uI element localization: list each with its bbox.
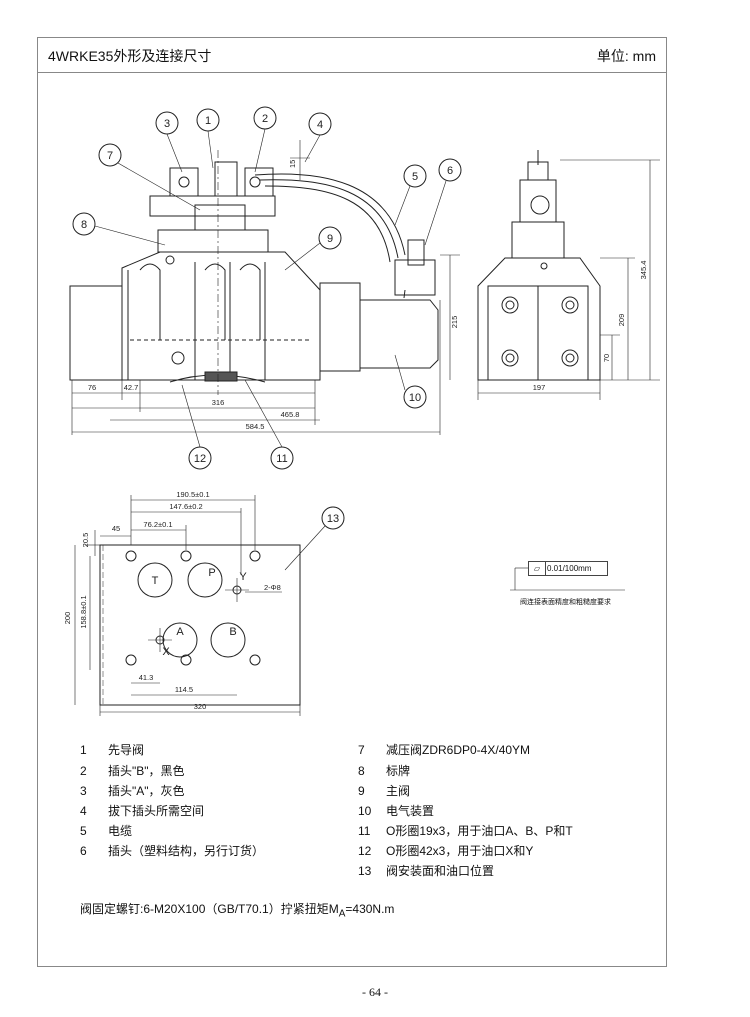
dim-76-2: 76.2±0.1	[143, 520, 172, 529]
page-title: 4WRKE35外形及连接尺寸	[48, 48, 212, 64]
callout-4: 4	[317, 119, 323, 131]
dim-41-3: 41.3	[139, 673, 154, 682]
callout-10: 10	[409, 392, 421, 404]
main-valve-left-flange	[69, 285, 123, 381]
dim-316: 316	[212, 398, 225, 407]
surface-requirement-note: 阀连接表面精度和粗糙度要求	[520, 598, 611, 606]
pilot-valve-body	[194, 204, 246, 231]
callout-3: 3	[164, 118, 170, 130]
callout-6: 6	[447, 165, 453, 177]
flatness-symbol: ▱	[529, 562, 546, 575]
dim-345-4: 345.4	[639, 261, 648, 280]
port-t: T	[152, 575, 159, 587]
dim-197: 197	[533, 383, 546, 392]
side-view-body	[477, 257, 601, 381]
callout-9: 9	[327, 233, 333, 245]
callout-7: 7	[107, 150, 113, 162]
dim-45: 45	[112, 524, 120, 533]
dim-2-phi-8: 2-Φ8	[264, 583, 281, 592]
unit-label: 单位: mm	[596, 48, 656, 64]
callout-5: 5	[412, 171, 418, 183]
flatness-tolerance-frame: ▱ 0.01/100mm	[528, 561, 608, 576]
mounting-screw-note: 阀固定螺钉:6-M20X100（GB/T70.1）拧紧扭矩MA=430N.m	[80, 902, 395, 920]
dim-42-7: 42.7	[124, 383, 139, 392]
dim-114-5: 114.5	[175, 685, 193, 694]
dim-215: 215	[450, 316, 459, 329]
callout-11: 11	[276, 453, 287, 465]
page-header: 4WRKE35外形及连接尺寸 单位: mm	[38, 38, 666, 73]
port-a: A	[176, 626, 184, 638]
dim-320: 320	[194, 702, 207, 711]
port-y: Y	[239, 571, 247, 583]
dim-158-8: 158.8±0.1	[79, 595, 88, 628]
dim-465-8: 465.8	[281, 410, 300, 419]
dim-147-6: 147.6±0.2	[169, 502, 202, 511]
dim-20-5: 20.5	[81, 533, 90, 548]
port-b: B	[229, 626, 236, 638]
cable-1	[254, 173, 406, 256]
mounting-surface	[99, 544, 301, 706]
dim-200: 200	[63, 612, 72, 625]
callout-2: 2	[262, 113, 268, 125]
callout-8: 8	[81, 219, 87, 231]
dim-70: 70	[602, 354, 611, 362]
dim-209: 209	[617, 314, 626, 327]
dim-76: 76	[88, 383, 96, 392]
flatness-value: 0.01/100mm	[547, 564, 592, 573]
page-frame: 4WRKE35外形及连接尺寸 单位: mm	[37, 37, 667, 967]
port-x: X	[162, 646, 170, 658]
port-p: P	[208, 567, 215, 579]
dim-584-5: 584.5	[246, 422, 265, 431]
dim-15: 15	[288, 160, 297, 168]
callout-12: 12	[194, 453, 206, 465]
page-number: - 64 -	[362, 985, 388, 999]
callout-1: 1	[205, 115, 211, 127]
dim-190-5: 190.5±0.1	[176, 490, 209, 499]
main-valve-body	[121, 251, 321, 381]
reducing-valve-block	[157, 229, 269, 253]
callout-13: 13	[327, 513, 339, 525]
electrical-device	[319, 282, 361, 372]
